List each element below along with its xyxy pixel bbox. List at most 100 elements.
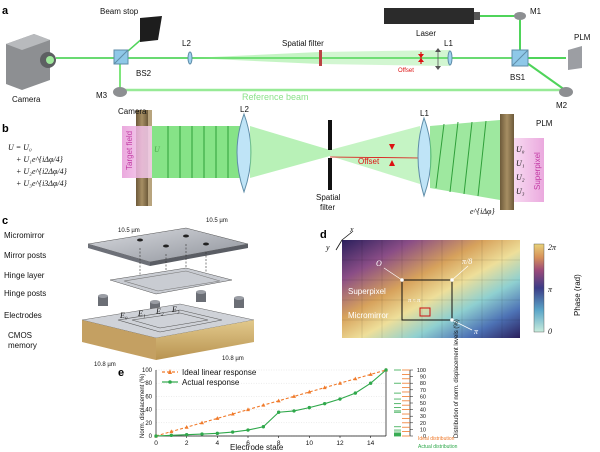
ideal-response-point	[184, 425, 189, 429]
bs2-label: BS2	[136, 69, 152, 78]
dist-tick-label: 50	[420, 401, 426, 407]
ideal-response-point	[230, 411, 235, 416]
offset-arrows-b-icon	[389, 144, 395, 166]
mirror-posts-label: Mirror posts	[4, 251, 46, 260]
actual-response-point	[184, 432, 189, 437]
u2-label: U₂	[516, 173, 525, 182]
camera-label-b: Camera	[118, 107, 147, 116]
cmos-label-1: CMOS	[8, 331, 32, 340]
l2-label: L2	[182, 39, 191, 48]
o-marker	[400, 278, 404, 282]
panel-e-letter: e	[118, 367, 124, 379]
l1-label: L1	[444, 39, 453, 48]
pi-pointer	[451, 319, 473, 331]
m1-label: M1	[530, 7, 542, 16]
actual-response-point	[353, 391, 358, 395]
actual-response-point	[154, 434, 158, 438]
focus-cone-left	[250, 126, 330, 178]
e-ylabel: Norm. displacement (%)	[140, 374, 146, 438]
l1-label-b: L1	[420, 109, 429, 118]
laser-label: Laser	[416, 29, 436, 38]
panel-e: e Norm. displacement (%) Electrode state…	[118, 319, 460, 452]
hinge-layer-inner	[123, 270, 221, 292]
e-xlabel: Electrode state	[230, 443, 284, 452]
bs2-cube-icon	[113, 49, 129, 65]
actual-response-line	[155, 369, 387, 437]
legend-ideal-label: Ideal linear response	[182, 368, 257, 377]
electrode-e2: E₂	[155, 307, 164, 316]
ideal-response-point	[200, 420, 204, 425]
eq-line-4: + U₃e^{i3Δφ/4}	[16, 179, 68, 188]
ideal-response-point	[215, 416, 220, 420]
u3-label: U₃	[516, 187, 525, 196]
hinge-post-cylinders	[98, 290, 244, 312]
dim-bottom-right: 10.8 µm	[222, 356, 244, 362]
plm-device-icon	[568, 46, 582, 70]
axis-x-label: x	[349, 225, 354, 234]
pi-label: π	[474, 327, 479, 336]
beam-to-plm	[430, 120, 500, 200]
panel-d-letter: d	[320, 229, 327, 241]
legend-actual-label: Actual response	[182, 378, 240, 387]
e-xtick-label: 8	[277, 440, 281, 447]
spatial-filter-label: Spatial filter	[282, 39, 324, 48]
beam-wavefronts-left	[167, 126, 229, 178]
beam-cone-l1	[320, 50, 450, 66]
actual-response-point	[215, 431, 220, 436]
hinge-layer-label: Hinge layer	[4, 271, 45, 280]
camera-icon	[6, 34, 56, 90]
dist-tick-label: 80	[420, 381, 426, 387]
dist-tick-label: 10	[420, 427, 426, 433]
actual-response-point	[292, 409, 296, 413]
hinge-layer	[109, 267, 233, 295]
phase-factor-label: e^{iΔφ}	[470, 207, 495, 216]
m3-label: M3	[96, 91, 108, 100]
actual-response-point	[246, 428, 250, 432]
ideal-response-point	[292, 394, 296, 398]
l1-translate-arrow-icon	[435, 48, 441, 70]
superpixel-label-b: Superpixel	[533, 152, 542, 190]
filter-label: filter	[320, 203, 335, 212]
actual-response-point	[200, 432, 204, 436]
dist-tick-label: 30	[420, 414, 426, 420]
actual-response-point	[338, 397, 342, 401]
u1-label: U₁	[516, 159, 525, 168]
pi8-pointer	[451, 265, 469, 281]
actual-response-point	[307, 405, 312, 410]
dist-tick-label: 60	[420, 394, 426, 400]
collimated-beam-left	[152, 126, 244, 178]
e-xtick-label: 4	[216, 440, 220, 447]
ideal-response-point	[353, 376, 358, 381]
colorbar-bottom: 0	[548, 327, 552, 336]
spatial-filter-top	[328, 120, 332, 150]
l2-label-b: L2	[240, 105, 249, 114]
plm-block	[500, 114, 514, 210]
micromirror-edge-left	[88, 244, 150, 266]
e-ytick-label: 20	[145, 421, 152, 427]
dist-tick-label: 70	[420, 388, 426, 394]
laser-icon	[384, 8, 480, 24]
electrodes-label: Electrodes	[4, 311, 42, 320]
beam-wavefronts-right	[435, 120, 487, 197]
offset-label-a: Offset	[398, 68, 414, 74]
colorbar-label: Phase (rad)	[573, 274, 582, 316]
eq-line-2: + U₁e^{iΔφ/4}	[16, 155, 64, 164]
e-ytick-label: 100	[142, 368, 153, 374]
m1-mirror-icon	[514, 12, 526, 20]
pi-marker	[450, 318, 454, 322]
ideal-response-point	[246, 407, 250, 412]
ideal-response-point	[307, 389, 312, 394]
dim-top-right: 10.5 µm	[206, 218, 228, 224]
mirror-post-holes	[137, 234, 209, 248]
l2-lens-icon	[187, 51, 193, 65]
xy-axes-icon	[335, 231, 353, 251]
e-xtick-label: 14	[367, 440, 375, 447]
actual-response-point	[261, 425, 266, 429]
cmos-label-2: memory	[8, 341, 37, 350]
superpixel-inner-label: π ≈ π	[408, 298, 421, 304]
spatial-label: Spatial	[316, 193, 341, 202]
eq-line-3: + U₂e^{i2Δφ/4}	[16, 167, 68, 176]
legend-actual-marker	[168, 380, 172, 384]
